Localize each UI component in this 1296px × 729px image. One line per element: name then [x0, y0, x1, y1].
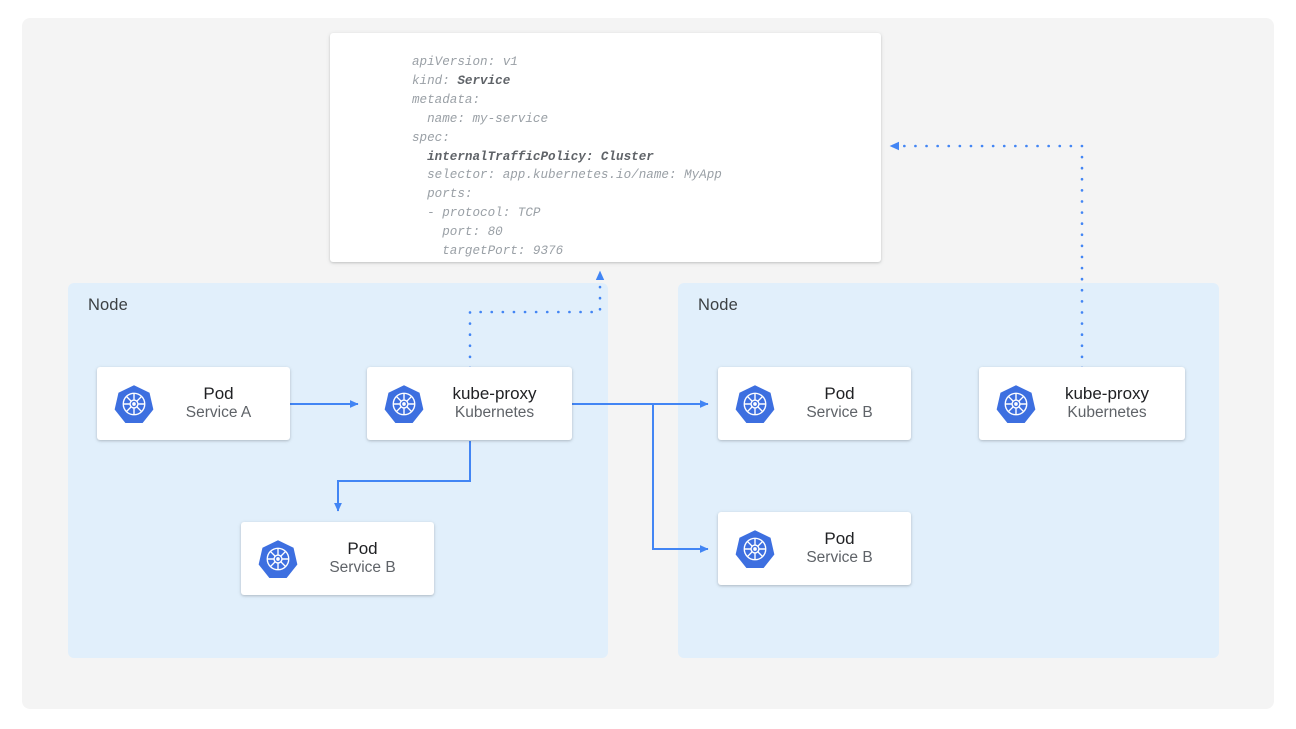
- kubernetes-icon: [111, 381, 157, 427]
- node-label-left: Node: [88, 296, 128, 314]
- card-text: kube-proxy Kubernetes: [1039, 384, 1185, 424]
- card-text: Pod Service B: [778, 529, 911, 569]
- yaml-line-selector: selector: app.kubernetes.io/name: MyApp: [412, 168, 722, 183]
- card-title: kube-proxy: [452, 383, 537, 403]
- kubernetes-icon: [993, 381, 1039, 427]
- kubernetes-icon: [255, 536, 301, 582]
- node-group-left: Node: [68, 283, 608, 658]
- card-text: Pod Service A: [157, 384, 290, 424]
- service-manifest-panel: apiVersion: v1 kind: Service metadata: n…: [330, 33, 881, 262]
- yaml-kind-value: Service: [457, 73, 511, 88]
- yaml-line-protocol: - protocol: TCP: [412, 206, 541, 221]
- kubernetes-icon: [732, 381, 778, 427]
- yaml-line-metadata: metadata:: [412, 92, 481, 107]
- card-text: Pod Service B: [301, 539, 434, 579]
- card-subtitle: Kubernetes: [1067, 404, 1147, 422]
- card-subtitle: Service A: [185, 404, 252, 422]
- card-subtitle: Service B: [806, 549, 873, 567]
- card-subtitle: Service B: [329, 559, 396, 577]
- yaml-line-ports: ports:: [412, 187, 473, 202]
- card-title: Pod: [203, 383, 234, 403]
- yaml-line-port: port: 80: [412, 225, 503, 240]
- card-text: Pod Service B: [778, 384, 911, 424]
- card-kube-proxy-left[interactable]: kube-proxy Kubernetes: [367, 367, 572, 440]
- node-label-right: Node: [698, 296, 738, 314]
- yaml-line-internal-traffic-policy: internalTrafficPolicy: Cluster: [412, 149, 654, 164]
- yaml-line-apiversion: apiVersion: v1: [412, 55, 518, 69]
- card-title: kube-proxy: [1064, 383, 1150, 403]
- card-kube-proxy-right[interactable]: kube-proxy Kubernetes: [979, 367, 1185, 440]
- card-title: Pod: [824, 528, 855, 548]
- node-group-right: Node: [678, 283, 1219, 658]
- yaml-line-spec: spec:: [412, 130, 450, 145]
- card-pod-service-b-left[interactable]: Pod Service B: [241, 522, 434, 595]
- yaml-line-kind: kind:: [412, 73, 458, 88]
- card-title: Pod: [347, 538, 378, 558]
- card-subtitle: Service B: [806, 404, 873, 422]
- card-pod-service-b-right-bottom[interactable]: Pod Service B: [718, 512, 911, 585]
- service-manifest-text: apiVersion: v1 kind: Service metadata: n…: [412, 53, 722, 261]
- kubernetes-icon: [381, 381, 427, 427]
- kubernetes-icon: [732, 526, 778, 572]
- yaml-line-name: name: my-service: [412, 111, 549, 126]
- card-pod-service-a[interactable]: Pod Service A: [97, 367, 290, 440]
- card-subtitle: Kubernetes: [454, 404, 535, 422]
- card-title: Pod: [824, 383, 855, 403]
- card-pod-service-b-right-top[interactable]: Pod Service B: [718, 367, 911, 440]
- card-text: kube-proxy Kubernetes: [427, 384, 572, 424]
- yaml-line-targetport: targetPort: 9376: [412, 244, 564, 259]
